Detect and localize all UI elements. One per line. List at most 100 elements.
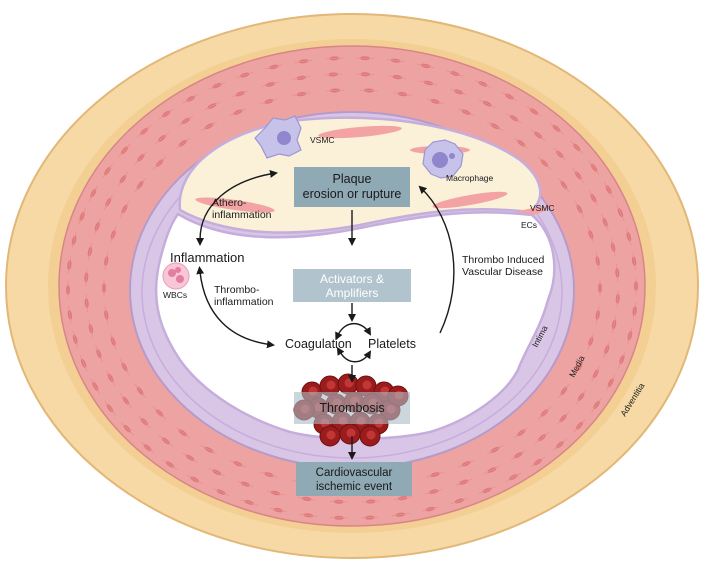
media-fiber <box>355 57 375 59</box>
media-fiber <box>105 369 116 386</box>
media-fiber <box>360 516 379 519</box>
media-fiber <box>152 406 167 420</box>
red-blood-cell-center <box>326 380 336 390</box>
media-fiber <box>393 496 412 500</box>
media-fiber <box>616 289 619 308</box>
media-fiber <box>605 374 616 391</box>
media-fiber <box>478 99 496 108</box>
text-line: WBCs <box>163 290 187 300</box>
media-fiber <box>231 90 249 98</box>
media-fiber <box>299 513 318 517</box>
red-blood-cell-center <box>346 428 356 438</box>
text-line: ischemic event <box>316 481 393 493</box>
media-fiber <box>87 242 93 261</box>
media-fiber <box>483 465 501 475</box>
media-fiber <box>137 124 152 138</box>
media-fiber <box>572 168 585 183</box>
media-cells <box>65 56 639 520</box>
media-fiber <box>260 98 278 105</box>
media-fiber <box>530 456 546 468</box>
text-line: Vascular Disease <box>462 266 543 278</box>
media-fiber <box>534 431 550 444</box>
macrophage-label: Macrophage <box>446 173 494 183</box>
media-fiber <box>625 227 632 246</box>
media-fiber <box>552 438 567 452</box>
media-fiber <box>419 80 438 86</box>
media-fiber <box>591 365 601 382</box>
media-fiber <box>611 315 617 334</box>
media-fiber <box>236 71 254 79</box>
media-fiber <box>449 88 468 96</box>
media-fiber <box>426 98 444 105</box>
media-fiber <box>260 471 278 478</box>
media-fiber <box>627 326 633 345</box>
activators-box-label: Activators &Amplifiers <box>320 272 384 300</box>
media-fiber <box>140 441 155 454</box>
thrombosis-box <box>294 392 410 424</box>
media-fiber <box>558 177 570 193</box>
media-fiber <box>109 225 117 244</box>
media-fiber <box>104 252 109 270</box>
media-fiber <box>424 488 443 495</box>
media-fiber <box>85 294 88 313</box>
media-fiber <box>85 268 88 287</box>
media-fiber <box>603 181 614 198</box>
media-fiber <box>537 406 552 420</box>
media-fiber <box>359 89 378 92</box>
media-fiber <box>329 500 348 503</box>
text-line: Inflammation <box>170 250 244 265</box>
arrow-thrombo-induced-vascular-disease <box>418 185 455 334</box>
media-fiber <box>510 449 526 461</box>
media-fiber <box>175 137 191 149</box>
text-line: Amplifiers <box>326 286 379 300</box>
text-line: Platelets <box>368 337 416 351</box>
media-fiber <box>386 59 405 63</box>
media-fiber <box>549 122 564 135</box>
red-blood-cell-center <box>362 380 372 390</box>
cardio-event-box-label: Cardiovascular ischemic event <box>316 467 393 493</box>
vsmc-top-label: VSMC <box>310 135 335 145</box>
media-fiber <box>104 306 109 324</box>
media-fiber <box>587 225 595 244</box>
media-fiber <box>264 64 283 70</box>
text-line: Athero- <box>212 197 247 209</box>
media-fiber <box>603 340 611 359</box>
media-fiber <box>573 418 586 433</box>
media-fiber <box>137 415 151 429</box>
media-fiber <box>182 93 199 104</box>
arrow-thrombo-inflammation <box>196 266 275 349</box>
media-fiber <box>229 108 247 117</box>
text-line: VSMC <box>530 203 555 213</box>
media-fiber <box>618 351 626 369</box>
media-fiber <box>134 177 146 193</box>
media-fiber <box>587 332 595 351</box>
media-fiber <box>446 70 464 77</box>
text-line: Cardiovascular <box>316 467 393 479</box>
media-fiber <box>208 468 226 477</box>
media-fiber <box>104 400 116 416</box>
media-fiber <box>393 92 412 96</box>
media-fiber <box>556 411 570 425</box>
media-fiber <box>505 472 522 483</box>
red-blood-cell-center <box>366 430 376 440</box>
media-fiber <box>79 354 88 372</box>
media-fiber <box>261 81 280 88</box>
ecs-label: ECs <box>521 220 537 230</box>
media-fiber <box>416 63 435 69</box>
media-fiber <box>297 497 316 501</box>
media-fiber <box>95 345 103 363</box>
media-fiber <box>513 427 529 439</box>
platelets-label: Platelets <box>368 337 416 351</box>
media-fiber <box>530 129 546 141</box>
media-fiber <box>162 459 178 470</box>
coagulation-label: Coagulation <box>285 337 352 351</box>
media-fiber <box>601 213 609 231</box>
media-fiber <box>109 332 117 351</box>
media-fiber <box>134 151 148 165</box>
vsmc-cell-icon <box>318 125 402 139</box>
media-fiber <box>119 393 132 408</box>
text-line: Plaque <box>333 172 372 186</box>
media-fiber <box>119 358 130 376</box>
